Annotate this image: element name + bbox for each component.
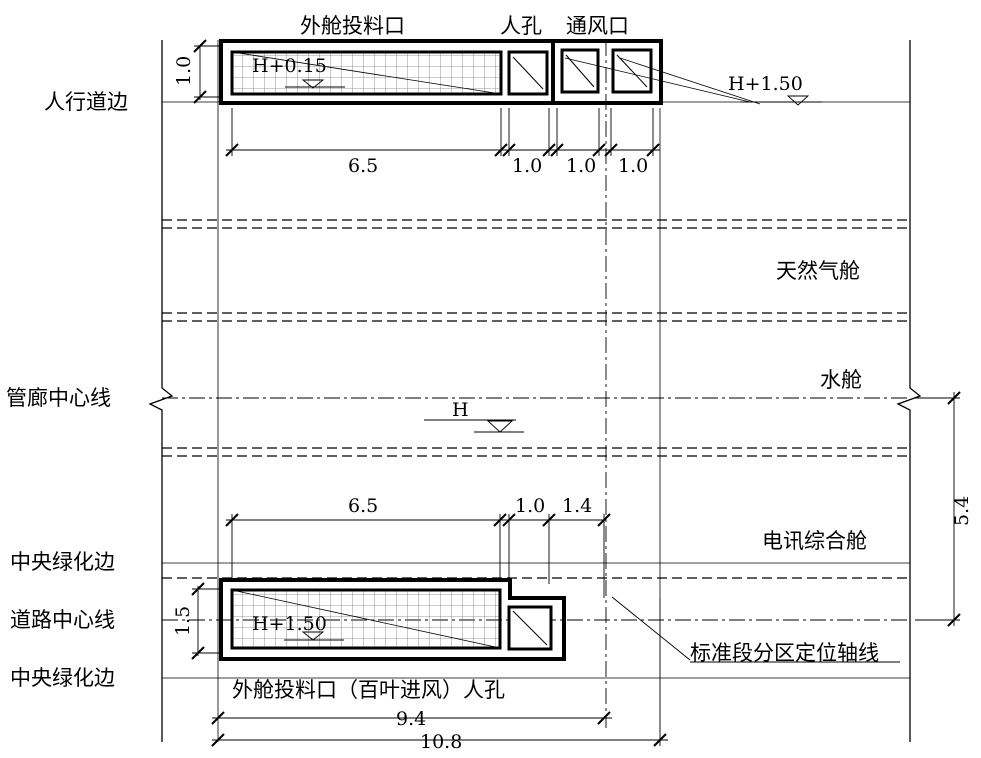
label-road-centerline: 道路中心线 [10, 608, 115, 632]
dimension-texts: 6.5 1.0 1.0 1.0 1.0 6.5 1.0 1.4 1.5 5.4 … [172, 56, 973, 753]
dim-bottom-manhole: 1.0 [515, 495, 545, 517]
top-openings [219, 39, 822, 105]
labels: 外舱投料口 人孔 通风口 人行道边 天然气舱 管廊中心线 水舱 电讯综合舱 中央… [6, 14, 879, 702]
dim-top-feed-len: 6.5 [348, 155, 378, 177]
axis-leader [611, 596, 900, 663]
label-sidewalk-edge: 人行道边 [44, 90, 128, 114]
dim-bottom-height: 1.5 [172, 606, 194, 636]
dim-total-10-8: 10.8 [420, 731, 462, 753]
bottom-openings [219, 578, 566, 661]
label-vent-top: 通风口 [566, 14, 629, 38]
dim-total-9-4: 9.4 [396, 708, 426, 730]
top-vent-level: H+1.50 [728, 73, 810, 106]
label-telecom-cabin: 电讯综合舱 [762, 529, 867, 553]
label-outer-feed-top: 外舱投料口 [300, 14, 405, 38]
right-wall [896, 40, 922, 742]
center-level-text: H [452, 399, 469, 421]
bottom-feed-level: H+1.50 [252, 613, 344, 641]
label-manhole-top: 人孔 [500, 14, 542, 38]
bottom-feed-level-text: H+1.50 [252, 613, 327, 635]
label-gas-cabin: 天然气舱 [776, 259, 860, 283]
label-axis-line: 标准段分区定位轴线 [690, 641, 879, 665]
left-wall [148, 40, 174, 742]
walls [148, 40, 922, 742]
dim-bottom-feed-len: 6.5 [348, 495, 378, 517]
top-feed-level: H+0.15 [252, 55, 345, 89]
dim-right-offset: 5.4 [951, 496, 973, 526]
dim-top-height: 1.0 [173, 56, 195, 86]
top-feed-level-text: H+0.15 [252, 55, 327, 77]
dim-top-vent2: 1.0 [618, 155, 648, 177]
label-corridor-centerline: 管廊中心线 [6, 386, 111, 410]
label-green-edge-bottom: 中央绿化边 [10, 666, 115, 690]
dim-top-vent1: 1.0 [566, 155, 596, 177]
dim-bottom-gap: 1.4 [562, 495, 592, 517]
label-bottom-caption: 外舱投料口（百叶进风）人孔 [232, 678, 505, 702]
dim-top-manhole: 1.0 [512, 155, 542, 177]
center-level: H [424, 399, 524, 433]
dimension-lines [191, 39, 961, 747]
top-vent-level-text: H+1.50 [728, 73, 803, 95]
label-green-edge-top: 中央绿化边 [10, 550, 115, 574]
label-water-cabin: 水舱 [820, 368, 862, 392]
